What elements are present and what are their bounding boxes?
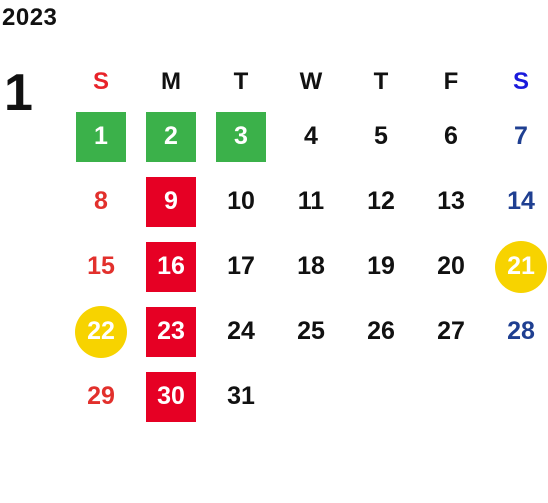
day-number: 25	[297, 317, 325, 345]
day-cell: 6	[416, 104, 486, 169]
day-cell: 21	[486, 234, 548, 299]
day-cell: 4	[276, 104, 346, 169]
day-cell: 28	[486, 299, 548, 364]
day-cell: 9	[136, 169, 206, 234]
day-number: 26	[367, 317, 395, 345]
weekday-monday: M	[161, 68, 181, 95]
day-number: 12	[367, 187, 395, 215]
day-cell: 12	[346, 169, 416, 234]
day-number: 24	[227, 317, 255, 345]
weekday-tuesday: T	[233, 68, 249, 95]
day-cell: 5	[346, 104, 416, 169]
day-cell: 15	[66, 234, 136, 299]
day-number: 29	[87, 382, 115, 410]
day-cell: 30	[136, 364, 206, 429]
day-marker-green: 1	[76, 111, 126, 162]
day-number: 17	[227, 252, 255, 280]
day-number: 14	[507, 187, 535, 215]
day-number: 18	[297, 252, 325, 280]
weekday-wednesday: W	[299, 68, 323, 95]
day-cell	[416, 364, 486, 429]
day-marker-red: 23	[146, 306, 196, 357]
day-cell: 22	[66, 299, 136, 364]
day-number: 13	[437, 187, 465, 215]
day-cell: 25	[276, 299, 346, 364]
day-cell: 3	[206, 104, 276, 169]
day-number: 27	[437, 317, 465, 345]
day-marker-yellow: 21	[495, 240, 547, 293]
day-number: 5	[374, 122, 388, 150]
day-number: 10	[227, 187, 255, 215]
day-cell: 29	[66, 364, 136, 429]
day-marker-green: 3	[216, 111, 266, 162]
day-cell	[276, 364, 346, 429]
day-marker-red: 9	[146, 176, 196, 227]
day-cell: 18	[276, 234, 346, 299]
day-number: 20	[437, 252, 465, 280]
day-cell: 13	[416, 169, 486, 234]
month-label: 1	[4, 64, 33, 122]
day-cell: 8	[66, 169, 136, 234]
day-cell: 2	[136, 104, 206, 169]
day-cell: 7	[486, 104, 548, 169]
day-cell: 24	[206, 299, 276, 364]
weekday-sunday: S	[92, 68, 109, 95]
day-cell: 14	[486, 169, 548, 234]
day-marker-yellow: 22	[75, 305, 127, 358]
day-number: 28	[507, 317, 535, 345]
day-cell: 19	[346, 234, 416, 299]
day-number: 4	[304, 122, 318, 150]
weekday-friday: F	[443, 68, 459, 95]
day-number: 15	[87, 252, 115, 280]
day-cell: 31	[206, 364, 276, 429]
day-marker-green: 2	[146, 111, 196, 162]
day-cell	[486, 364, 548, 429]
day-number: 7	[514, 122, 528, 150]
day-cell: 26	[346, 299, 416, 364]
day-cell	[346, 364, 416, 429]
day-number: 31	[227, 382, 255, 410]
day-cell: 1	[66, 104, 136, 169]
day-number: 19	[367, 252, 395, 280]
year-label: 2023	[2, 4, 58, 31]
day-marker-red: 30	[146, 371, 196, 422]
day-cell: 20	[416, 234, 486, 299]
day-number: 8	[94, 187, 108, 215]
day-number: 11	[297, 187, 325, 215]
day-marker-red: 16	[146, 241, 196, 292]
day-cell: 10	[206, 169, 276, 234]
day-cell: 17	[206, 234, 276, 299]
weekday-saturday: S	[512, 68, 529, 95]
day-cell: 16	[136, 234, 206, 299]
day-cell: 11	[276, 169, 346, 234]
day-cell: 23	[136, 299, 206, 364]
day-number: 6	[444, 122, 458, 150]
day-cell: 27	[416, 299, 486, 364]
weekday-thursday: T	[373, 68, 389, 95]
